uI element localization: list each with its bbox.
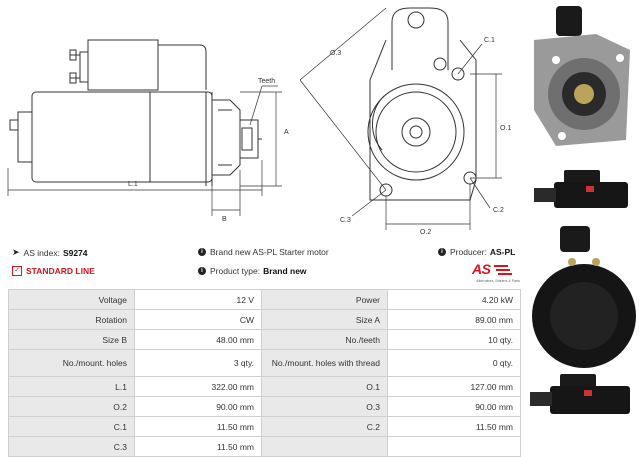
spec-label <box>261 436 388 457</box>
spec-value: 90.00 mm <box>387 396 521 417</box>
label-o2: O.2 <box>420 229 431 236</box>
spec-label: Size B <box>8 329 135 350</box>
plug-icon: ➤ <box>12 247 20 257</box>
as-index-label: AS index: <box>23 247 60 258</box>
label-b: B <box>222 216 227 223</box>
spec-value: 0 qty. <box>387 349 521 377</box>
standard-line-row: ✓ STANDARD LINE <box>12 266 95 276</box>
technical-drawing: Teeth A L.1 B O.3 C.1 O.1 C.2 C.3 O.2 <box>7 7 511 236</box>
label-c2: C.2 <box>493 207 504 214</box>
spec-value: 10 qty. <box>387 329 521 350</box>
spec-value: 3 qty. <box>134 349 262 377</box>
solenoid-outline <box>87 39 159 91</box>
producer-value: AS-PL <box>489 247 516 257</box>
brand-row: i Brand new AS-PL Starter motor <box>198 247 329 257</box>
spec-value: 127.00 mm <box>387 376 521 397</box>
spec-label: C.2 <box>261 416 388 437</box>
product-type-value: Brand new <box>263 266 307 276</box>
spec-value: 89.00 mm <box>387 309 521 330</box>
photo-side-view-top <box>534 170 628 208</box>
spec-value: 4.20 kW <box>387 289 521 310</box>
as-logo: AS Alternators, Starters & Parts <box>456 261 520 286</box>
check-icon: ✓ <box>12 266 22 276</box>
spec-value: 11.50 mm <box>134 436 262 457</box>
spec-label: O.3 <box>261 396 388 417</box>
info-icon: i <box>198 248 206 256</box>
brand-text: Brand new AS-PL Starter motor <box>210 247 329 257</box>
product-type-row: i Product type: Brand new <box>198 266 307 276</box>
spec-value: 90.00 mm <box>134 396 262 417</box>
logo-text: AS <box>472 261 491 277</box>
label-a: A <box>284 129 289 136</box>
label-l1: L.1 <box>128 181 138 188</box>
spec-label: No./mount. holes <box>8 349 135 377</box>
label-c3: C.3 <box>340 217 351 224</box>
logo-stripes-icon <box>494 265 512 275</box>
spec-label: C.3 <box>8 436 135 457</box>
spec-value: 11.50 mm <box>134 416 262 437</box>
spec-value: 48.00 mm <box>134 329 262 350</box>
producer-row: i Producer: AS-PL <box>438 247 515 257</box>
drive-housing-outline <box>158 44 207 90</box>
producer-label: Producer: <box>450 247 487 257</box>
label-c1: C.1 <box>484 37 495 44</box>
as-index-row: ➤ AS index: S9274 <box>12 247 88 258</box>
logo-tagline: Alternators, Starters & Parts <box>476 279 520 283</box>
spec-label: L.1 <box>8 376 135 397</box>
as-index-value: S9274 <box>62 247 88 258</box>
spec-value: CW <box>134 309 262 330</box>
spec-label: O.2 <box>8 396 135 417</box>
label-o3: O.3 <box>330 50 341 57</box>
spec-label: Voltage <box>8 289 135 310</box>
solenoid-terminal <box>79 51 89 83</box>
spec-label: C.1 <box>8 416 135 437</box>
info-icon: i <box>438 248 446 256</box>
spec-label: Power <box>261 289 388 310</box>
spec-value: 322.00 mm <box>134 376 262 397</box>
product-photos <box>530 6 636 414</box>
spec-label: Size A <box>261 309 388 330</box>
photo-rear-view <box>532 226 636 368</box>
product-info: ➤ AS index: S9274 i Brand new AS-PL Star… <box>8 245 520 285</box>
spec-label: No./teeth <box>261 329 388 350</box>
label-o1: O.1 <box>500 125 511 132</box>
motor-body-outline <box>31 91 213 183</box>
spec-value: 11.50 mm <box>387 416 521 437</box>
photo-front-view <box>534 6 630 146</box>
spec-value: 12 V <box>134 289 262 310</box>
spec-label: O.1 <box>261 376 388 397</box>
standard-line-label: STANDARD LINE <box>26 266 95 276</box>
photo-side-view-bottom <box>530 374 630 414</box>
product-type-label: Product type: <box>210 266 261 276</box>
info-icon: i <box>198 267 206 275</box>
spec-label: Rotation <box>8 309 135 330</box>
spec-label: No./mount. holes with thread <box>261 349 388 377</box>
label-teeth: Teeth <box>258 78 275 85</box>
front-view <box>367 7 477 201</box>
